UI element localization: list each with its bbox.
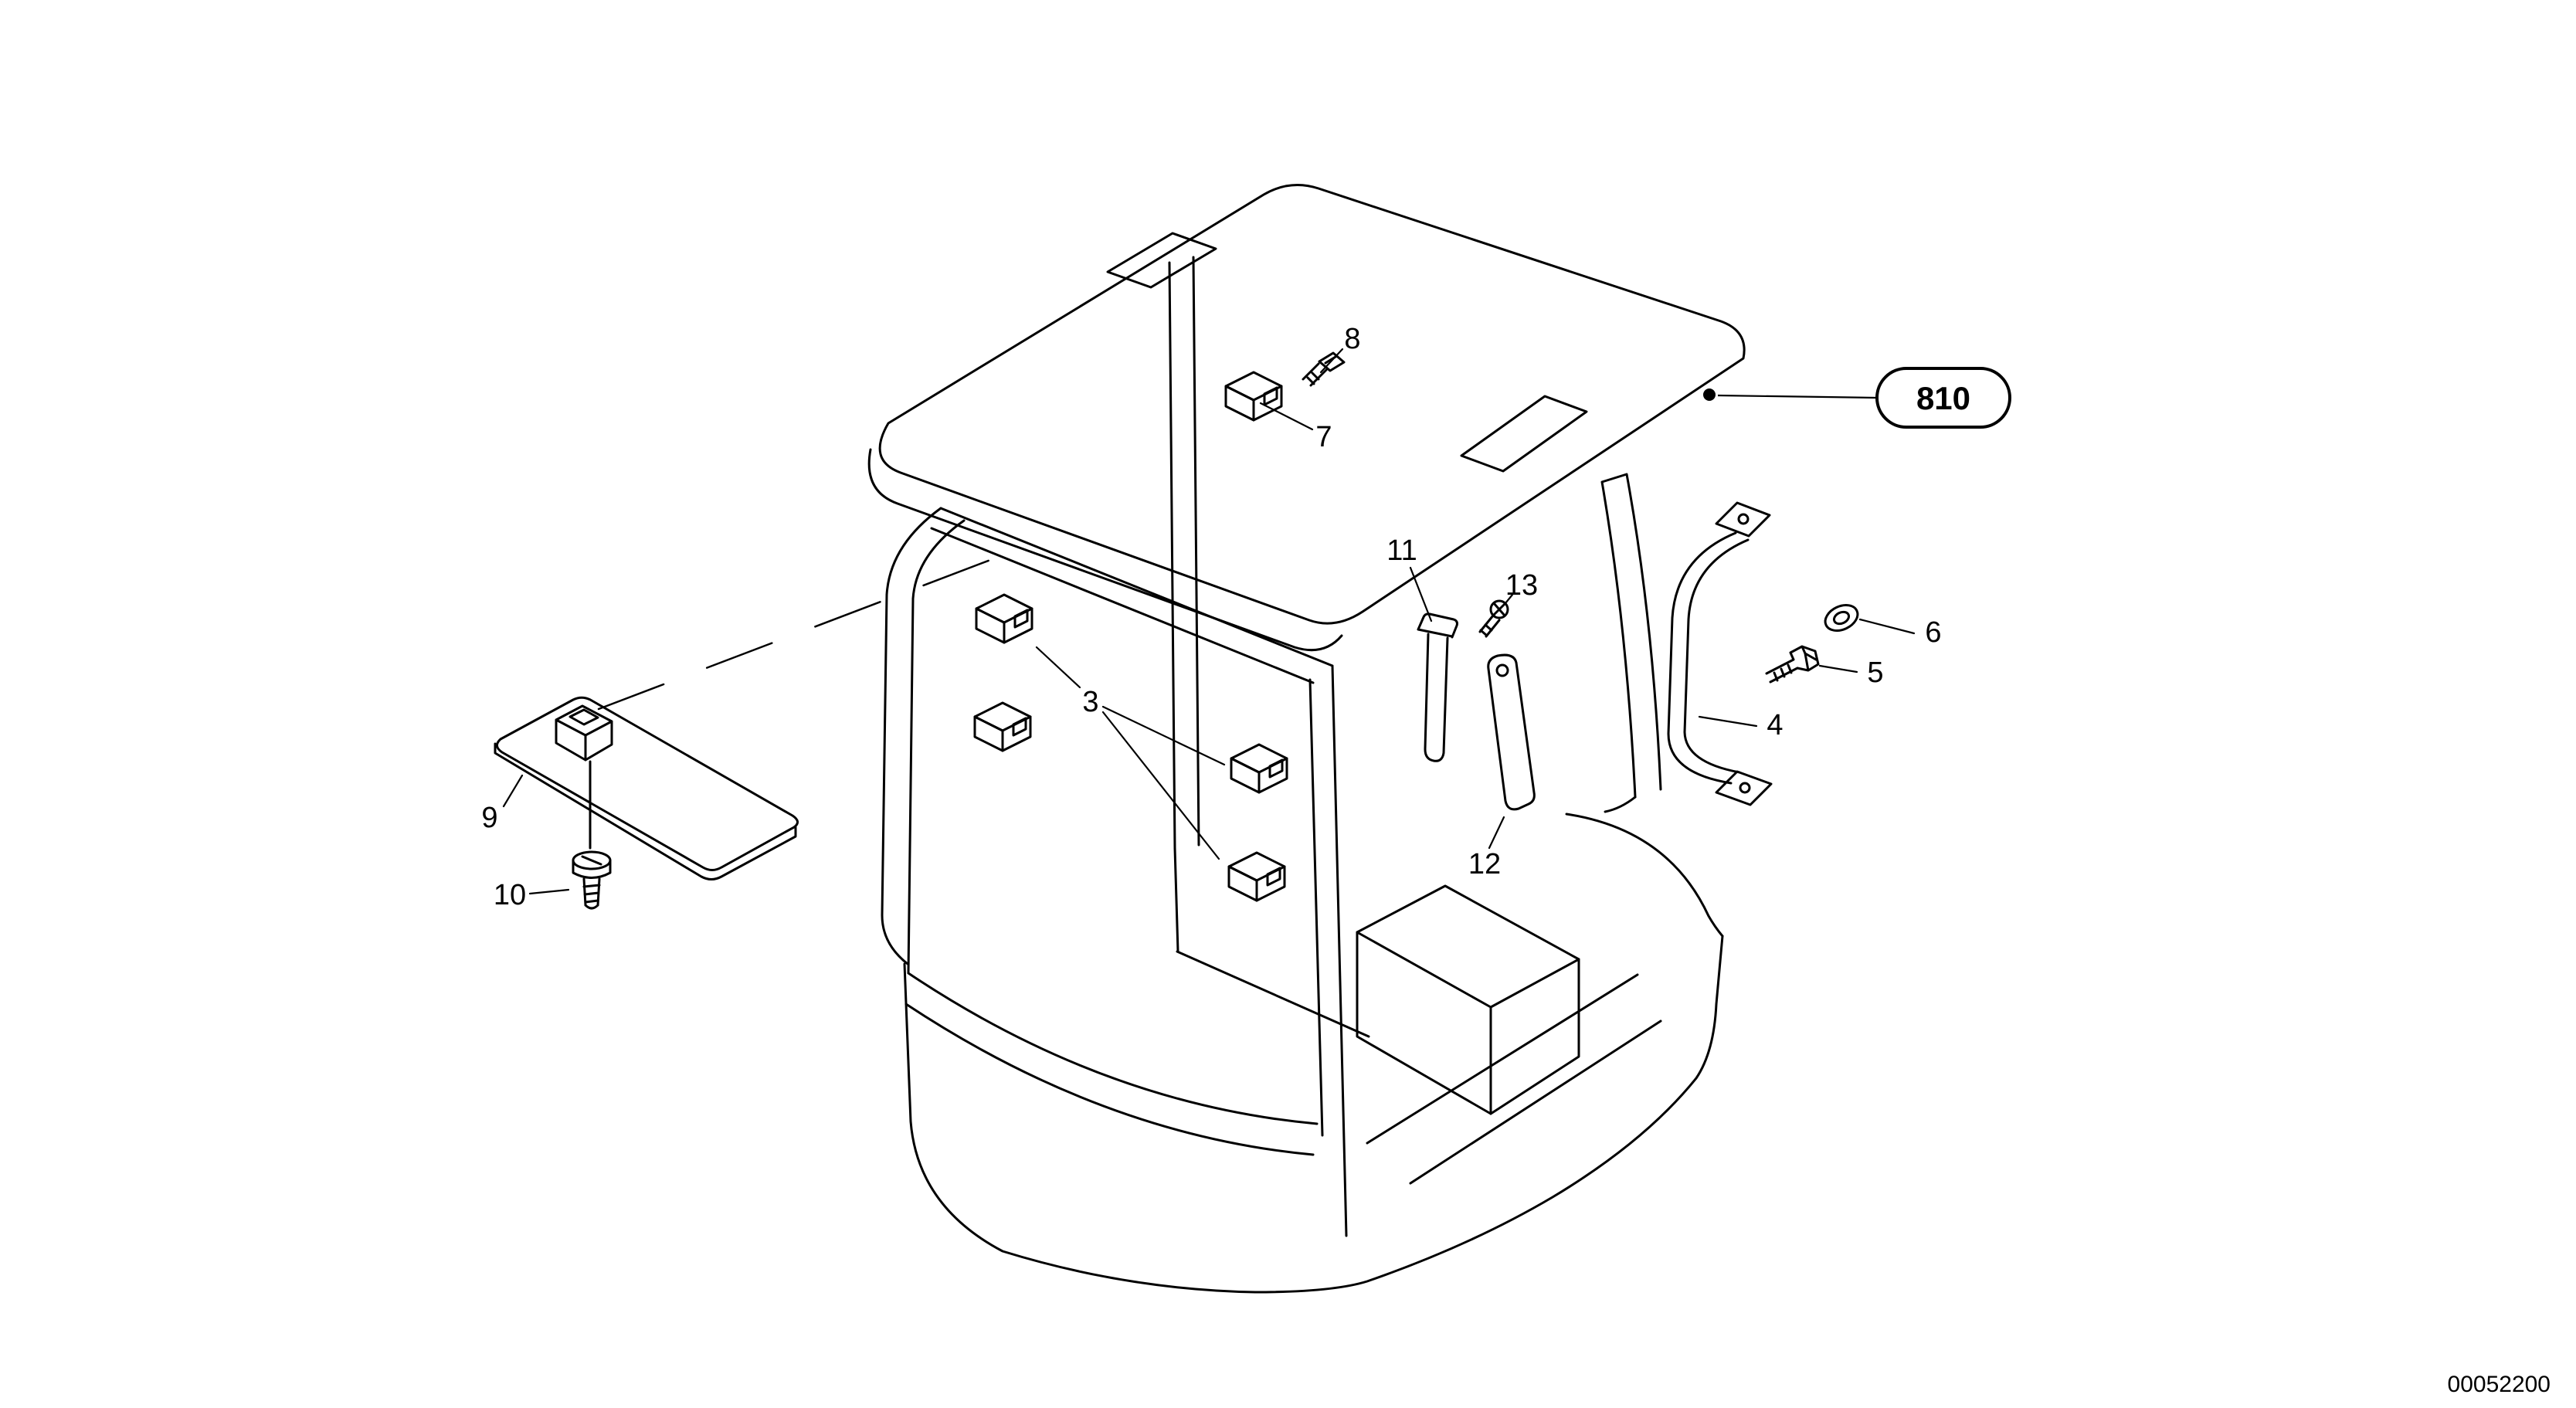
visor-mount-bracket — [555, 704, 613, 850]
leader-line-6 — [1858, 618, 1916, 635]
relay-clip-1 — [975, 593, 1033, 644]
callout-7: 7 — [1315, 421, 1332, 453]
callout-10: 10 — [494, 879, 526, 911]
seat-pedestal-top — [1356, 884, 1580, 1009]
clip-screw — [1302, 351, 1346, 387]
roof-front-edge — [867, 448, 1343, 652]
sun-visor-edge — [494, 742, 797, 880]
relay-clip-2 — [973, 701, 1032, 752]
callout-5: 5 — [1867, 657, 1883, 689]
mounting-dash-line — [597, 544, 1030, 711]
visor-screw-body — [572, 855, 612, 910]
leader-line-10 — [528, 888, 570, 895]
callout-6: 6 — [1925, 616, 1941, 649]
parts — [494, 351, 1859, 910]
grab-handle-body — [1667, 501, 1773, 806]
leader-line-13 — [1504, 593, 1514, 605]
callout-4: 4 — [1767, 709, 1783, 741]
leader-line-5 — [1818, 664, 1858, 673]
leader-line-3 — [1035, 646, 1226, 860]
reference-balloon — [1875, 367, 2011, 429]
leader-line-4 — [1698, 715, 1758, 728]
seat-pedestal-sides — [1356, 931, 1580, 1115]
callout-11: 11 — [1386, 534, 1417, 567]
cab-roof — [867, 184, 1746, 652]
hook-screw — [1478, 599, 1509, 638]
washer — [1824, 604, 1859, 632]
cab-lower-body — [903, 935, 1724, 1294]
cab-wireframe — [867, 184, 1746, 1294]
leader-line-12 — [1488, 816, 1505, 850]
sun-visor — [494, 696, 799, 880]
relay-clip-4 — [1227, 851, 1286, 902]
windshield-frame — [881, 507, 1348, 1237]
sun-visor-plate — [496, 696, 799, 871]
visor-screw — [572, 850, 612, 910]
rear-left-pillar — [1168, 256, 1200, 953]
callouts: 3 4 5 6 7 8 9 10 11 12 13 — [481, 323, 1941, 911]
hook-screw-body — [1478, 602, 1506, 638]
rear-right-pillar — [1600, 473, 1662, 799]
callout-9: 9 — [481, 802, 497, 834]
grab-handle — [1667, 501, 1773, 806]
balloon-leader-line — [1717, 394, 1878, 399]
seat-pedestal — [1356, 884, 1580, 1115]
reference-balloon-group: 810 — [1703, 367, 2011, 429]
leader-line-7 — [1259, 402, 1314, 431]
drawing-number: 00052200 — [2448, 1372, 2551, 1397]
leader-lines — [502, 348, 1916, 895]
handle-screw — [1765, 645, 1820, 684]
washer-inner — [1832, 610, 1851, 626]
balloon-anchor-dot — [1703, 388, 1716, 401]
latch-hook-hole — [1495, 663, 1509, 677]
t-handle-pin — [1417, 612, 1458, 762]
latch-hook-body — [1487, 653, 1536, 811]
handle-hole-top — [1737, 513, 1750, 525]
interior-floor-lines — [1176, 950, 1662, 1185]
washer-outer — [1824, 604, 1859, 632]
handle-hole-bottom — [1739, 782, 1751, 794]
reference-balloon-label: 810 — [1916, 380, 1970, 416]
rear-wheel-arch — [1565, 796, 1724, 938]
callout-13: 13 — [1505, 569, 1538, 602]
relay-clip-3 — [1230, 743, 1288, 794]
callout-12: 12 — [1468, 848, 1501, 880]
leader-line-9 — [502, 774, 524, 808]
roof-panel — [878, 184, 1746, 625]
latch-hook — [1487, 653, 1536, 811]
callout-8: 8 — [1344, 323, 1360, 355]
roof-mount-tabs — [1106, 232, 1588, 473]
callout-3: 3 — [1082, 686, 1098, 718]
leader-line-11 — [1409, 566, 1433, 623]
leader-line-8 — [1319, 348, 1344, 374]
